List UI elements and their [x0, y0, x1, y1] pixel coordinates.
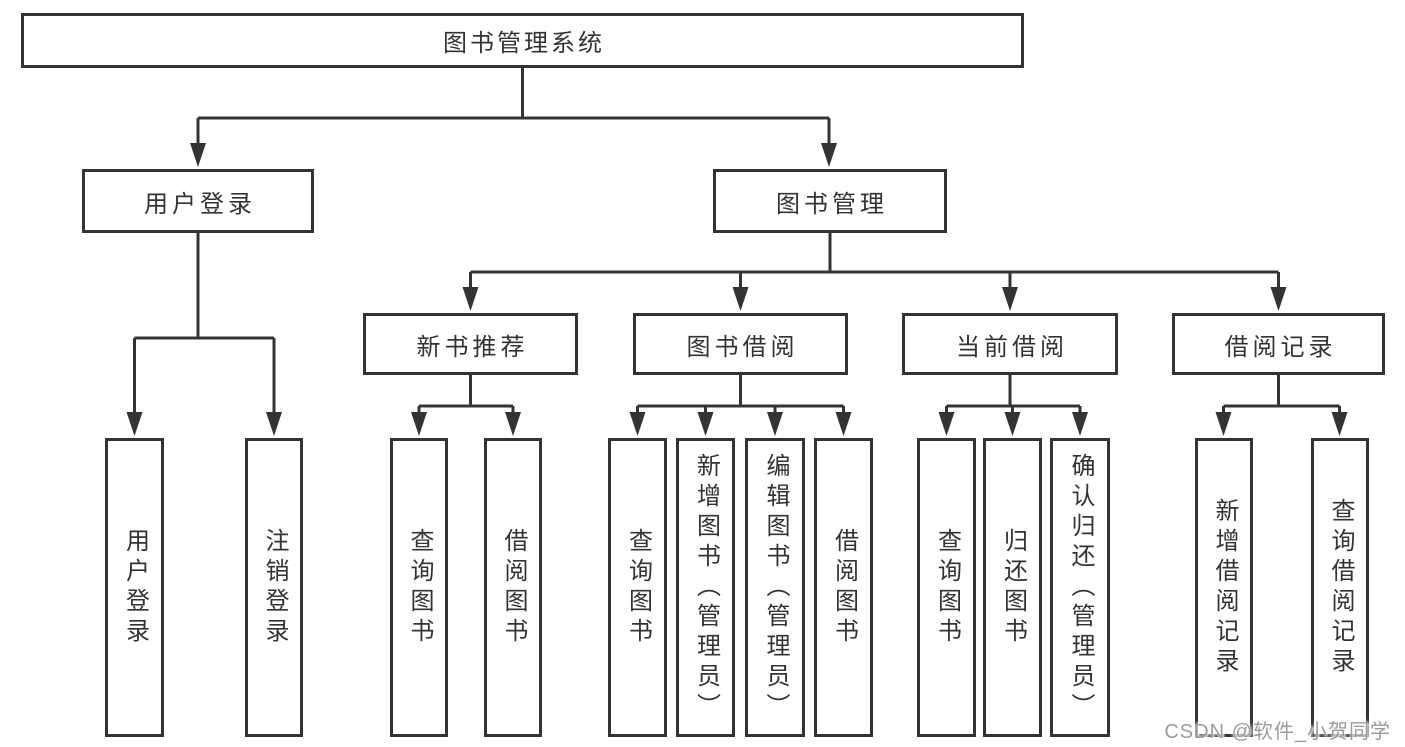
leaf-query-borrow-record-label: 查询借阅记录	[1327, 497, 1354, 678]
node-current-borrowing: 当前借阅	[902, 313, 1118, 375]
leaf-add-books-admin: 新增图书（管理员）	[676, 438, 735, 737]
node-book-borrowing-label: 图书借阅	[686, 333, 799, 361]
node-book-borrowing: 图书借阅	[633, 313, 848, 375]
leaf-edit-books-admin: 编辑图书（管理员）	[745, 438, 805, 737]
leaf-add-borrow-record-label: 新增借阅记录	[1211, 497, 1238, 678]
leaf-logout-login: 注销登录	[245, 438, 303, 737]
leaf-query-books-current-label: 查询图书	[933, 527, 961, 648]
node-root-label: 图书管理系统	[443, 30, 605, 57]
leaf-borrow-books-recommend-label: 借阅图书	[500, 527, 527, 648]
leaf-confirm-return-admin: 确认归还（管理员）	[1050, 438, 1110, 737]
node-new-book-recommendation: 新书推荐	[363, 313, 578, 375]
node-new-book-recommendation-label: 新书推荐	[416, 333, 529, 361]
node-borrowing-records-label: 借阅记录	[1224, 333, 1337, 361]
leaf-borrow-books-borrowing-label: 借阅图书	[830, 527, 858, 648]
leaf-return-books: 归还图书	[983, 438, 1042, 737]
watermark: CSDN @软件_小贺同学	[1164, 721, 1391, 743]
leaf-borrow-books-borrowing: 借阅图书	[814, 438, 873, 737]
leaf-query-borrow-record: 查询借阅记录	[1311, 438, 1369, 737]
leaf-confirm-return-admin-label: 确认归还（管理员）	[1067, 452, 1094, 723]
leaf-add-borrow-record: 新增借阅记录	[1195, 438, 1253, 737]
leaf-query-books-borrowing-label: 查询图书	[624, 527, 652, 648]
leaf-return-books-label: 归还图书	[999, 527, 1027, 648]
leaf-query-books-current: 查询图书	[917, 438, 976, 737]
leaf-add-books-admin-label: 新增图书（管理员）	[692, 452, 720, 723]
leaf-query-books-borrowing: 查询图书	[608, 438, 667, 737]
leaf-edit-books-admin-label: 编辑图书（管理员）	[762, 452, 789, 723]
node-user-login-label: 用户登录	[144, 190, 256, 218]
node-root: 图书管理系统	[21, 13, 1024, 68]
arrowhead-icons	[126, 143, 1348, 436]
leaf-borrow-books-recommend: 借阅图书	[484, 438, 542, 737]
node-book-management: 图书管理	[713, 169, 947, 233]
leaf-logout-login-label: 注销登录	[261, 527, 288, 648]
node-borrowing-records: 借阅记录	[1172, 313, 1385, 375]
node-user-login: 用户登录	[82, 169, 314, 233]
node-current-borrowing-label: 当前借阅	[956, 333, 1068, 361]
node-book-management-label: 图书管理	[776, 190, 888, 218]
leaf-user-login-label: 用户登录	[121, 527, 149, 648]
leaf-query-books-recommend: 查询图书	[390, 438, 448, 737]
leaf-user-login: 用户登录	[105, 438, 164, 737]
leaf-query-books-recommend-label: 查询图书	[406, 527, 433, 648]
